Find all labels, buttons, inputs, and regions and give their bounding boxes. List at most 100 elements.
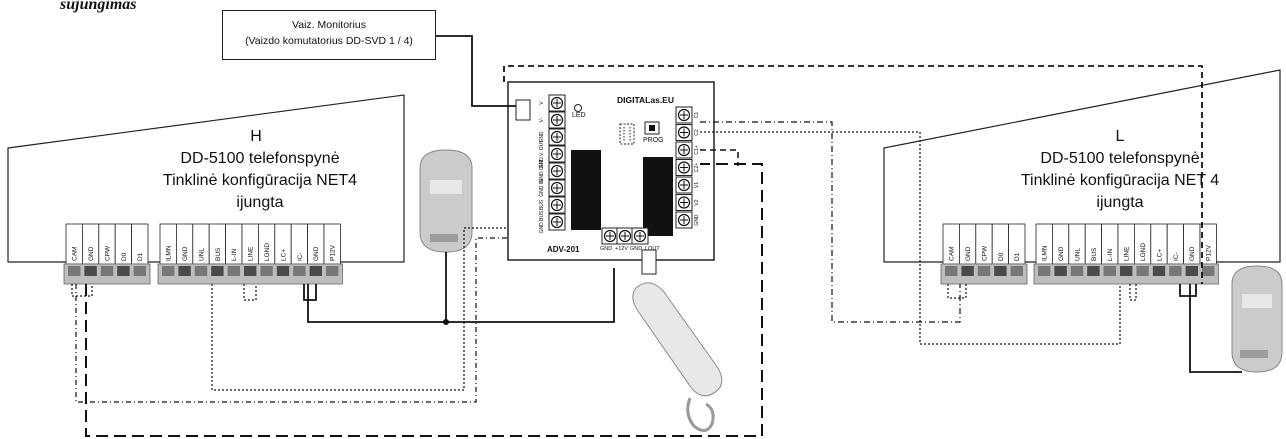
wire-left-loop [303, 284, 317, 301]
right-connector-strip-b [1033, 263, 1219, 285]
wire-right-line [700, 131, 1121, 345]
adapter-output-tab [641, 249, 657, 275]
adapter-relay-right [643, 157, 673, 236]
terminal-screw [994, 266, 1007, 276]
terminal-screw [260, 266, 273, 276]
terminal-label: BUS [1091, 247, 1098, 261]
terminal-label: D1 [1014, 252, 1021, 261]
terminal-screw [977, 266, 991, 276]
junction-dot [443, 319, 449, 325]
adapter-terminal-label: V- [539, 117, 545, 122]
adapter-terminal-label: V [539, 101, 545, 105]
wire-right-cam [700, 121, 961, 323]
terminal-label: D0 [998, 252, 1005, 261]
terminal-screw [211, 266, 224, 276]
adapter-bottom-label: +12V [615, 246, 628, 252]
terminal-screw [100, 266, 114, 276]
led-label: LED [572, 112, 586, 119]
jumper-header [619, 123, 635, 145]
terminal-label: LC+ [280, 249, 287, 261]
terminal-screw [1169, 266, 1182, 276]
adapter-terminal-label: GND IN [539, 179, 545, 197]
terminal-label: LGND [264, 243, 271, 261]
terminal-label: L-IN [231, 248, 238, 261]
terminal-screw [1038, 266, 1051, 276]
terminal-screw [326, 266, 339, 276]
terminal-label: IC- [297, 252, 304, 261]
left-unit-state: ijungta [236, 194, 284, 211]
terminal-label: P12V [330, 244, 337, 261]
monitor-sublabel: (Vaizdo komutatorius DD-SVD 1 / 4) [245, 35, 413, 47]
terminal-label: L-IN [1107, 248, 1114, 261]
left-unit-letter: H [250, 128, 262, 145]
terminal-screw [84, 266, 97, 276]
left-unit-model: DD-5100 telefonspynė [180, 150, 340, 167]
terminal-screw [1136, 266, 1149, 276]
wire-left-camloop [71, 284, 93, 297]
terminal-label: GND [313, 246, 320, 261]
wire-left-line [211, 227, 508, 391]
monitor-box: Vaiz. Monitorius (Vaizdo komutatorius DD… [222, 10, 436, 60]
adapter-terminal-label: V1 [694, 182, 700, 188]
wire-left-power [307, 268, 615, 323]
terminal-screw [1087, 266, 1100, 276]
adapter-terminal-label: GND [539, 131, 545, 143]
led-icon [574, 104, 582, 112]
terminal-screw [1010, 266, 1023, 276]
left-unit-config: Tinklinė konfigūracija NET4 [162, 172, 358, 189]
wire-monitor [436, 35, 516, 107]
terminal-label: UNL [198, 248, 205, 261]
header-fragment: sujungimas [60, 0, 137, 13]
terminal-label: LGND [1140, 243, 1147, 261]
adapter-relay-left [571, 150, 601, 230]
terminal-screw [194, 266, 208, 276]
prog-label: PROG [643, 137, 664, 144]
terminal-screw [309, 266, 322, 276]
terminal-screw [293, 266, 306, 276]
terminal-screw [945, 266, 958, 276]
terminal-label: IC- [1173, 252, 1180, 261]
adapter-terminal-label: GND V. OUT [539, 140, 545, 169]
right-unit-state: ijungta [1096, 194, 1144, 211]
adapter-terminal-label: C2+ [694, 163, 700, 172]
wire-right-camloop [947, 284, 967, 299]
terminal-screw [227, 266, 240, 276]
adapter-bottom-label: GND [630, 246, 642, 252]
terminal-label: CPW [981, 245, 988, 261]
terminal-label: CPW [104, 245, 111, 261]
terminal-label: UNL [1074, 248, 1081, 261]
terminal-screw [1152, 266, 1166, 276]
adapter-brand: DIGITALas.EU [617, 95, 674, 105]
terminal-screw [1070, 266, 1084, 276]
right-unit-outline [883, 69, 1281, 263]
terminal-label: ILMN [1042, 245, 1049, 261]
terminal-screw [68, 266, 81, 276]
left-connector-strip-a [63, 263, 151, 285]
monitor-label: Vaiz. Monitorius [292, 19, 366, 31]
adapter-terminal-label: GND [694, 214, 700, 226]
terminal-label: CAM [949, 247, 956, 261]
wire-right-lgnd [1129, 284, 1137, 301]
terminal-label: D1 [137, 252, 144, 261]
handset-icon [632, 282, 723, 432]
right-unit-model: DD-5100 telefonspynė [1040, 150, 1200, 167]
left-unit-outline [7, 94, 405, 263]
terminal-screw [117, 266, 130, 276]
prog-button-icon [644, 121, 660, 135]
adapter-terminal-label: BUS [539, 199, 545, 210]
wire-left-cam [75, 237, 508, 403]
adapter-bottom-label: LOUT [645, 246, 660, 252]
adapter-terminal-label: C1+ [694, 145, 700, 154]
terminal-label: ILMN [166, 245, 173, 261]
power-supply-icon [419, 149, 473, 253]
right-unit-letter: L [1115, 128, 1125, 145]
terminal-label: BUS [215, 247, 222, 261]
terminal-label: P12V [1206, 244, 1213, 261]
terminal-label: LINE [248, 246, 255, 261]
